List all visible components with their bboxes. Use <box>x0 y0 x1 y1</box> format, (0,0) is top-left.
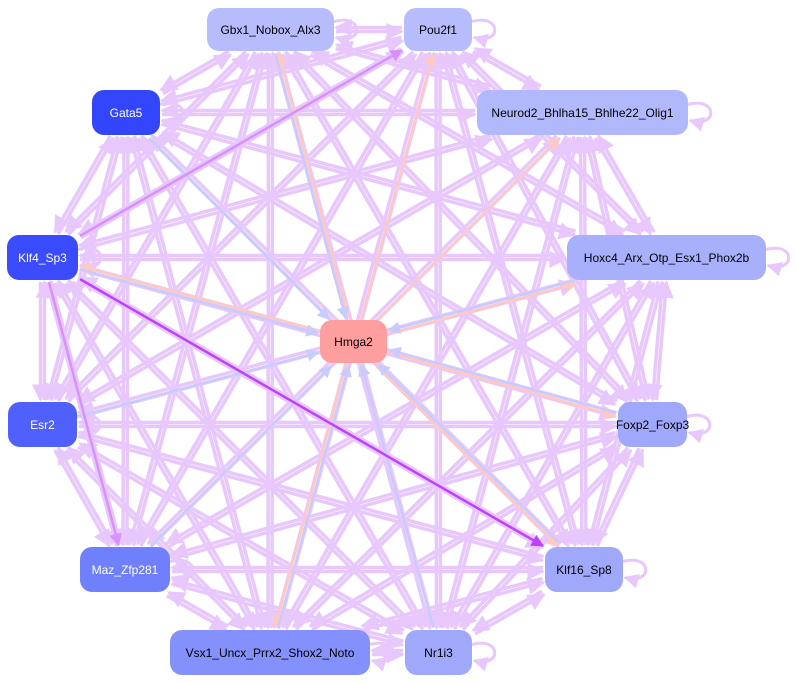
self-loop-gata5 <box>159 101 185 132</box>
edge-gata5-gbx1 <box>162 53 233 96</box>
node-hmga2[interactable]: Hmga2 <box>320 320 387 363</box>
edge-hoxc4-hmga2 <box>387 279 576 334</box>
edge-foxp2-hoxc4 <box>654 280 674 401</box>
node-vsx1[interactable]: Vsx1_Uncx_Prrx2_Shox2_Noto <box>170 630 370 675</box>
edge-klf4-gata5 <box>56 136 116 235</box>
node-neurod2[interactable]: Neurod2_Bhlha15_Bhlhe22_Olig1 <box>477 90 688 135</box>
edge-foxp2-maz <box>169 430 616 559</box>
edge-vsx1-maz <box>167 590 230 628</box>
edge-vsx1-foxp2 <box>311 446 619 632</box>
edge-neurod2-esr2 <box>76 133 540 404</box>
node-label: Klf16_Sp8 <box>556 562 612 577</box>
node-gata5[interactable]: Gata5 <box>92 90 160 135</box>
node-label: Maz_Zfp281 <box>91 562 159 577</box>
edge-hmga2-pou2f1 <box>360 52 437 319</box>
self-loop-pou2f1 <box>471 18 497 49</box>
edge-gbx1-hmga2 <box>274 53 349 320</box>
node-nr1i3[interactable]: Nr1i3 <box>405 630 472 675</box>
edge-hmga2-gbx1 <box>275 51 350 318</box>
edge-maz-klf4 <box>46 279 123 545</box>
edge-maz-hmga2 <box>149 365 332 547</box>
node-label: Gata5 <box>109 105 143 120</box>
node-label: Hmga2 <box>334 334 373 349</box>
edge-hmga2-neurod2 <box>377 137 560 320</box>
edge-maz-pou2f1 <box>139 52 428 547</box>
edge-vsx1-klf4 <box>56 279 260 628</box>
edge-hmga2-klf16 <box>375 365 560 547</box>
node-klf16[interactable]: Klf16_Sp8 <box>545 547 623 592</box>
self-loop-maz <box>169 558 195 589</box>
edge-foxp2-gbx1 <box>293 50 632 400</box>
edge-hmga2-foxp2 <box>388 351 617 419</box>
edge-klf4-pou2f1 <box>79 49 404 237</box>
node-label: Vsx1_Uncx_Prrx2_Shox2_Noto <box>185 645 355 660</box>
node-label: Esr2 <box>30 417 55 432</box>
edge-vsx1-esr2 <box>67 446 249 628</box>
edge-maz-hoxc4 <box>167 282 627 549</box>
edge-neurod2-vsx1 <box>280 135 569 629</box>
node-label: Neurod2_Bhlha15_Bhlhe22_Olig1 <box>491 105 674 120</box>
node-label: Gbx1_Nobox_Alx3 <box>220 22 321 37</box>
edge-esr2-maz <box>53 449 111 548</box>
edge-hmga2-hoxc4 <box>389 280 577 335</box>
edge-klf4-klf16 <box>79 278 545 547</box>
edge-nr1i3-gata5 <box>140 134 428 628</box>
edge-hoxc4-maz <box>165 278 624 545</box>
node-pou2f1[interactable]: Pou2f1 <box>404 8 472 51</box>
node-klf4[interactable]: Klf4_Sp3 <box>7 235 78 280</box>
edge-klf4-neurod2 <box>80 134 494 252</box>
node-hoxc4[interactable]: Hoxc4_Arx_Otp_Esx1_Phox2b <box>567 235 766 280</box>
self-loop-hoxc4 <box>765 246 791 277</box>
node-foxp2[interactable]: Foxp2_Foxp3 <box>615 402 690 447</box>
node-label: Nr1i3 <box>424 645 453 660</box>
edge-vsx1-gata5 <box>130 134 268 628</box>
self-loop-vsx1 <box>369 641 395 672</box>
node-gbx1[interactable]: Gbx1_Nobox_Alx3 <box>207 8 334 51</box>
self-loop-gbx1 <box>333 18 359 49</box>
edge-hoxc4-pou2f1 <box>461 50 645 233</box>
node-maz[interactable]: Maz_Zfp281 <box>80 547 170 592</box>
edge-klf16-hmga2 <box>377 363 562 545</box>
edge-foxp2-hmga2 <box>388 346 617 415</box>
self-loop-klf16 <box>622 558 648 589</box>
edge-neurod2-klf4 <box>77 133 492 250</box>
node-esr2[interactable]: Esr2 <box>8 402 77 447</box>
edge-vsx1-hoxc4 <box>294 282 645 631</box>
edge-klf4-hmga2 <box>79 267 319 337</box>
edge-esr2-hmga2 <box>79 349 320 418</box>
edge-gata5-hoxc4 <box>161 122 577 240</box>
edge-klf16-gbx1 <box>284 50 574 545</box>
edge-nr1i3-maz <box>170 575 404 643</box>
edge-hmga2-vsx1 <box>272 364 347 629</box>
edge-hmga2-klf4 <box>79 263 319 332</box>
edge-nr1i3-hoxc4 <box>452 281 656 630</box>
edge-gata5-foxp2 <box>160 134 617 407</box>
self-loop-nr1i3 <box>471 641 497 672</box>
self-loop-foxp2 <box>686 413 712 444</box>
edge-nr1i3-esr2 <box>78 442 405 632</box>
self-loop-neurod2 <box>687 101 713 132</box>
edge-nr1i3-hmga2 <box>358 363 435 628</box>
edge-hoxc4-foxp2 <box>645 281 665 402</box>
edge-hoxc4-gata5 <box>160 115 577 233</box>
edge-foxp2-gata5 <box>161 130 618 403</box>
edge-klf4-klf16 <box>78 279 544 550</box>
node-label: Hoxc4_Arx_Otp_Esx1_Phox2b <box>583 250 750 265</box>
edge-hoxc4-neurod2 <box>596 134 656 233</box>
edge-neurod2-pou2f1 <box>473 46 542 88</box>
node-label: Foxp2_Foxp3 <box>615 417 690 432</box>
edge-vsx1-hmga2 <box>276 364 352 629</box>
edge-gata5-klf4 <box>53 135 112 234</box>
edge-nr1i3-klf16 <box>474 593 546 636</box>
node-label: Pou2f1 <box>418 22 458 37</box>
edge-esr2-neurod2 <box>79 137 543 407</box>
edge-klf4-maz <box>47 281 122 547</box>
edge-gata5-hmga2 <box>148 137 330 320</box>
edge-klf16-klf4 <box>79 275 545 546</box>
node-label: Klf4_Sp3 <box>18 250 67 265</box>
edge-klf16-foxp2 <box>595 448 645 547</box>
edge-esr2-vsx1 <box>64 449 246 631</box>
